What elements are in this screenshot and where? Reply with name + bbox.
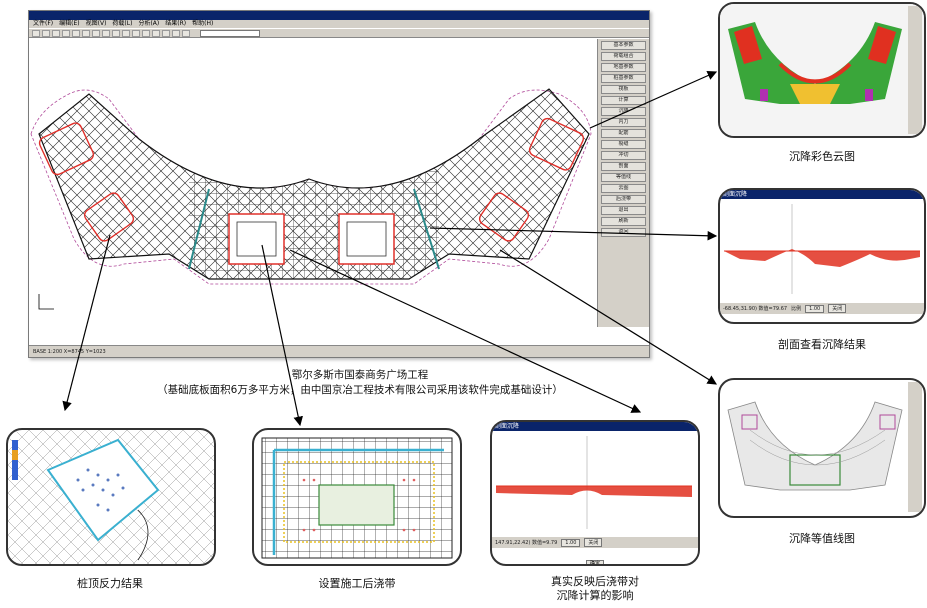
- command-button[interactable]: 地基参数: [601, 63, 646, 72]
- main-titlebar: [29, 11, 649, 20]
- real-effect-panel: 剖面沉降 147.91,22.42) 数值=9.79 1.00 关闭 确定: [490, 420, 700, 566]
- real-effect-caption: 真实反映后浇带对 沉降计算的影响: [551, 575, 639, 602]
- menu-item[interactable]: 视图(V): [85, 20, 107, 27]
- command-button[interactable]: 计算: [601, 96, 646, 105]
- real-effect-close-button[interactable]: 关闭: [584, 538, 603, 547]
- command-button[interactable]: 沉降: [601, 107, 646, 116]
- command-panel: 基本参数荷载组合地基参数桩基参数筏板计算沉降内力配筋裂缝冲切剖面等值线云图后浇带…: [597, 39, 649, 327]
- line-icon[interactable]: [132, 29, 140, 37]
- menu-item[interactable]: 荷载(L): [112, 20, 133, 27]
- section-caption: 剖面查看沉降结果: [778, 338, 866, 351]
- command-button[interactable]: 剖面: [601, 162, 646, 171]
- circle-icon[interactable]: [152, 29, 160, 37]
- section-close-button[interactable]: 关闭: [828, 304, 847, 313]
- command-button[interactable]: 筏板: [601, 85, 646, 94]
- menu-item[interactable]: 分析(A): [138, 20, 160, 27]
- print-icon[interactable]: [62, 29, 70, 37]
- contour-panel: [718, 378, 926, 518]
- command-button[interactable]: 刷新: [601, 217, 646, 226]
- open-icon[interactable]: [42, 29, 50, 37]
- section-panel: 剖面沉降 -68.45,31.90) 数值=79.67 比例 1.00 关闭 确…: [718, 188, 926, 324]
- layer-icon[interactable]: [182, 29, 190, 37]
- core-wall-far-right: [528, 117, 585, 171]
- layer-select[interactable]: [200, 29, 260, 37]
- zoom-in-icon[interactable]: [92, 29, 100, 37]
- main-menubar: 文件(F) 编辑(E) 视图(V) 荷载(L) 分析(A) 结果(R) 帮助(H): [29, 20, 649, 28]
- foundation-plan-drawing[interactable]: [29, 39, 594, 339]
- command-button[interactable]: 云图: [601, 184, 646, 193]
- command-button[interactable]: 基本参数: [601, 41, 646, 50]
- text-icon[interactable]: [162, 29, 170, 37]
- axis-indicator: [38, 294, 54, 310]
- main-cad-window: 文件(F) 编辑(E) 视图(V) 荷载(L) 分析(A) 结果(R) 帮助(H): [28, 10, 650, 358]
- pile-caption: 桩顶反力结果: [77, 577, 143, 590]
- section-settlement-plot: [724, 204, 920, 294]
- command-button[interactable]: 裂缝: [601, 140, 646, 149]
- real-effect-plot: [496, 436, 692, 529]
- coordinate-readout: BASE 1:200 X=8745 Y=1023: [33, 348, 106, 355]
- post-pour-plot: [261, 437, 453, 559]
- post-pour-panel: [252, 428, 462, 566]
- main-caption: 鄂尔多斯市国泰商务广场工程 （基础底板面积6万多平方米，由中国京冶工程技术有限公…: [60, 368, 660, 398]
- color-cloud-caption: 沉降彩色云图: [789, 150, 855, 163]
- section-scale-input[interactable]: 1.00: [805, 304, 825, 313]
- menu-item[interactable]: 结果(R): [165, 20, 187, 27]
- settlement-color-cloud: [720, 4, 924, 136]
- project-note: （基础底板面积6万多平方米，由中国京冶工程技术有限公司采用该软件完成基础设计）: [157, 384, 563, 396]
- project-name: 鄂尔多斯市国泰商务广场工程: [291, 369, 429, 381]
- color-cloud-panel: [718, 2, 926, 138]
- command-button[interactable]: 配筋: [601, 129, 646, 138]
- grid-icon[interactable]: [172, 29, 180, 37]
- command-button[interactable]: 冲切: [601, 151, 646, 160]
- command-button[interactable]: 退出: [601, 206, 646, 215]
- real-effect-titlebar: 剖面沉降: [492, 422, 698, 431]
- menu-item[interactable]: 文件(F): [33, 20, 54, 27]
- menu-item[interactable]: 帮助(H): [192, 20, 214, 27]
- real-effect-status: 147.91,22.42) 数值=9.79 1.00 关闭: [492, 537, 698, 548]
- post-pour-caption: 设置施工后浇带: [318, 577, 396, 590]
- command-button[interactable]: 后浇带: [601, 195, 646, 204]
- core-wall-far-left: [38, 122, 95, 176]
- redo-icon[interactable]: [82, 29, 90, 37]
- section-status: -68.45,31.90) 数值=79.67 比例 1.00 关闭: [720, 303, 924, 314]
- command-button[interactable]: 桩基参数: [601, 74, 646, 83]
- undo-icon[interactable]: [72, 29, 80, 37]
- contour-caption: 沉降等值线图: [789, 532, 855, 545]
- menu-item[interactable]: 编辑(E): [59, 20, 80, 27]
- main-toolbar: [29, 28, 649, 38]
- pan-icon[interactable]: [112, 29, 120, 37]
- save-icon[interactable]: [52, 29, 60, 37]
- settlement-contour-plot: [727, 382, 922, 512]
- pile-reaction-plot: [8, 430, 214, 564]
- rect-icon[interactable]: [142, 29, 150, 37]
- zoom-out-icon[interactable]: [102, 29, 110, 37]
- section-titlebar: 剖面沉降: [720, 190, 924, 199]
- real-effect-ok-button[interactable]: 确定: [585, 560, 604, 564]
- command-button[interactable]: 荷载组合: [601, 52, 646, 61]
- command-button[interactable]: 等值线: [601, 173, 646, 182]
- pile-reaction-panel: [6, 428, 216, 566]
- select-icon[interactable]: [122, 29, 130, 37]
- real-effect-scale-input[interactable]: 1.00: [561, 538, 581, 547]
- main-statusbar: BASE 1:200 X=8745 Y=1023: [29, 345, 649, 357]
- new-icon[interactable]: [32, 29, 40, 37]
